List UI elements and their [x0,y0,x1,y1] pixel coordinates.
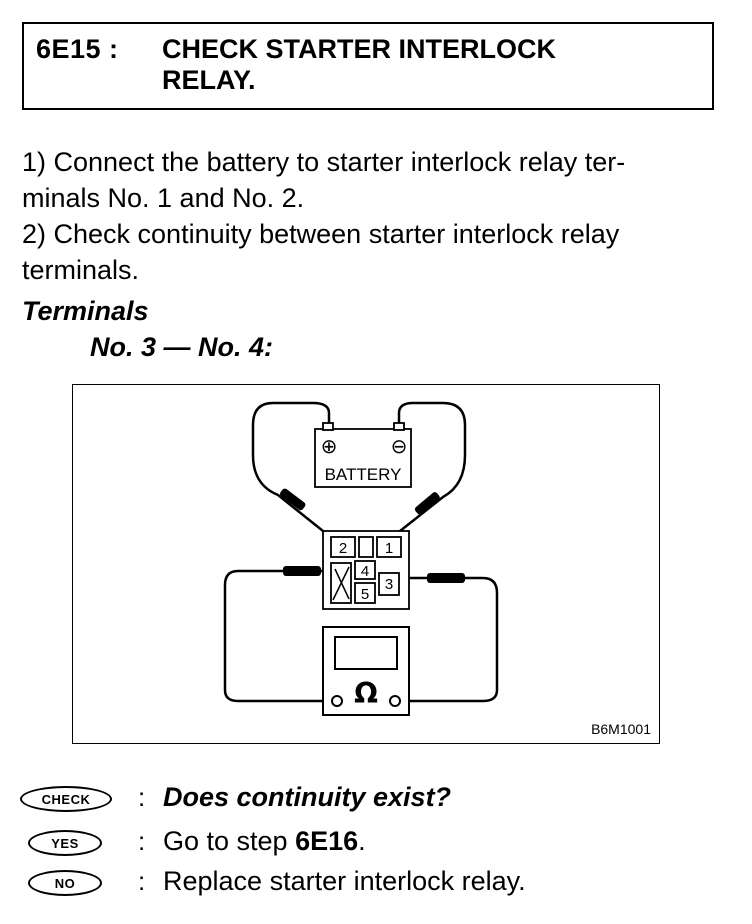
instruction-1-line-1: 1) Connect the battery to starter interl… [22,147,626,177]
yes-text: Go to step 6E16. [163,826,366,857]
battery-minus-symbol: ⊖ [391,434,408,458]
relay-terminal-1: 1 [385,540,393,557]
check-colon: : [138,782,146,812]
instruction-2-line-2: terminals. [22,255,140,285]
relay-coil-mark-b [334,568,350,600]
yes-step-link[interactable]: 6E16 [295,826,359,856]
battery-negative-lead [393,401,467,537]
no-badge: NO [28,870,102,896]
yes-text-suffix: . [358,826,366,856]
no-text: Replace starter interlock relay. [163,866,526,896]
battery [314,422,412,488]
no-colon: : [138,866,146,896]
step-title: CHECK STARTER INTERLOCK RELAY. [162,34,682,96]
ohm-symbol: Ω [354,677,378,710]
ohmmeter-lead-right [389,576,499,703]
yes-colon: : [138,826,146,856]
instructions: 1) Connect the battery to starter interl… [22,144,722,288]
step-code: 6E15 : [36,34,119,64]
relay [322,530,410,610]
ohmmeter-lead-left [223,569,350,703]
battery-plus-symbol: ⊕ [321,434,338,458]
plug-right-battery [414,492,440,515]
instruction-1-line-2: minals No. 1 and No. 2. [22,183,305,213]
battery-label: BATTERY [325,465,402,484]
check-badge: CHECK [20,786,112,812]
wiring-diagram: ⊕ ⊖ BATTERY 2 1 4 5 3 Ω B [72,384,660,744]
battery-positive-lead [251,401,331,537]
step-title-line-1: CHECK STARTER INTERLOCK [162,34,556,64]
check-question: Does continuity exist? [163,782,452,812]
wiring-diagram-svg: ⊕ ⊖ BATTERY 2 1 4 5 3 Ω [223,401,499,716]
relay-terminal-4: 4 [361,563,369,580]
ohmmeter [322,626,410,716]
relay-terminal-3: 3 [385,576,393,593]
yes-text-prefix: Go to step [163,826,296,856]
no-row: NO : Replace starter interlock relay. [20,866,720,902]
step-header: 6E15 : CHECK STARTER INTERLOCK RELAY. [22,22,714,110]
terminals-heading: Terminals [22,296,149,326]
plug-left-battery [280,488,306,511]
relay-terminal-5: 5 [361,586,369,603]
yes-row: YES : Go to step 6E16. [20,826,720,862]
figure-id: B6M1001 [591,721,651,737]
step-title-line-2: RELAY. [162,65,256,95]
instruction-2-line-1: 2) Check continuity between starter inte… [22,219,620,249]
relay-terminal-2: 2 [339,540,347,557]
plug-right-meter [427,573,465,583]
terminal-pair: No. 3 — No. 4: [90,332,274,362]
yes-badge: YES [28,830,102,856]
check-row: CHECK : Does continuity exist? [20,782,720,818]
plug-left-meter [283,566,321,576]
